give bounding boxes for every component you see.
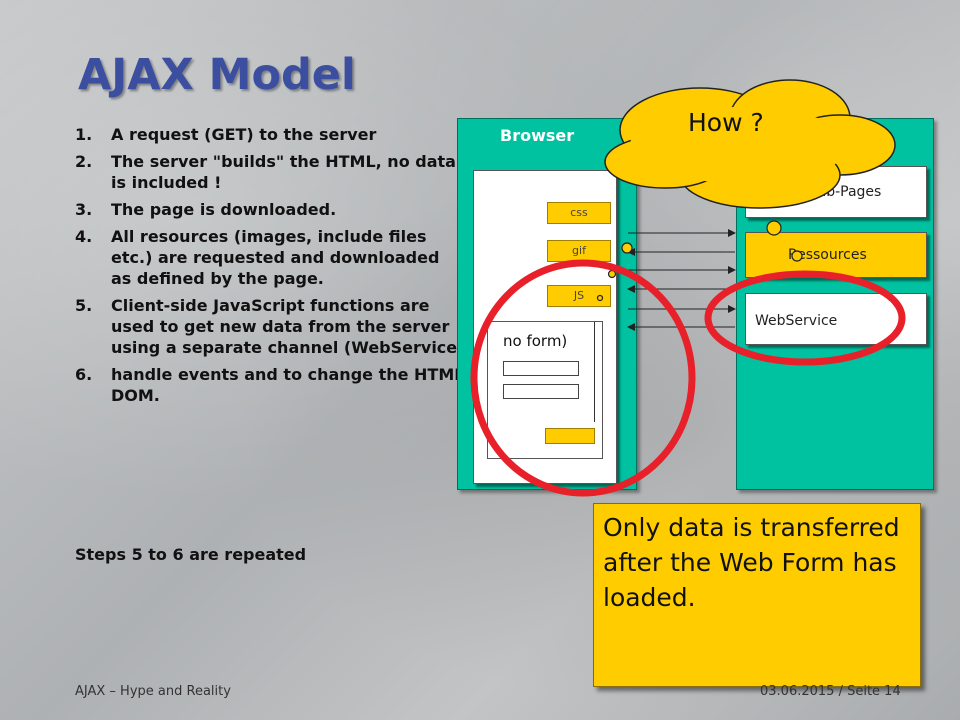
step-item: 5. Client-side JavaScript functions are u… xyxy=(75,295,465,358)
repeat-note: Steps 5 to 6 are repeated xyxy=(75,545,307,564)
step-item: 1. A request (GET) to the server xyxy=(75,124,465,145)
resource-gif-box: gif xyxy=(547,240,611,262)
step-text: All resources (images, include files etc… xyxy=(111,227,440,288)
resource-js-box: JS xyxy=(547,285,611,307)
step-item: 6. handle events and to change the HTML D… xyxy=(75,364,465,406)
how-cloud-fill xyxy=(630,107,850,183)
footer-title: AJAX – Hype and Reality xyxy=(75,684,231,699)
step-item: 2. The server "builds" the HTML, no data … xyxy=(75,151,465,193)
callout-box xyxy=(593,503,921,687)
server-webservice-label: WebService xyxy=(755,313,838,329)
arrows xyxy=(627,229,736,331)
step-number: 6. xyxy=(75,365,93,384)
server-resources-label: Ressources xyxy=(788,247,867,263)
resource-css-box: css xyxy=(547,202,611,224)
step-text: Client-side JavaScript functions are use… xyxy=(111,296,465,357)
step-item: 4. All resources (images, include files e… xyxy=(75,226,465,289)
step-number: 4. xyxy=(75,227,93,246)
red-highlight-circle-browser xyxy=(470,259,696,497)
footer-page-info: 03.06.2015 / Seite 14 xyxy=(760,684,901,699)
step-number: 3. xyxy=(75,200,93,219)
form-submit-button xyxy=(545,428,595,444)
cloud-text: How ? xyxy=(688,108,764,137)
step-text: The server "builds" the HTML, no data is… xyxy=(111,152,456,192)
step-text: A request (GET) to the server xyxy=(111,125,377,144)
callout-text: Only data is transferred after the Web F… xyxy=(603,513,900,612)
form-label: no form) xyxy=(503,332,568,350)
step-number: 2. xyxy=(75,152,93,171)
form-field xyxy=(503,361,579,376)
server-resources-box: Ressources xyxy=(745,232,927,278)
js-connector-line xyxy=(594,322,595,422)
slide-title: AJAX Model xyxy=(78,50,356,100)
browser-label: Browser xyxy=(500,126,575,145)
step-number: 1. xyxy=(75,125,93,144)
step-number: 5. xyxy=(75,296,93,315)
step-text: handle events and to change the HTML DOM… xyxy=(111,365,465,405)
red-highlight-circle-webservice xyxy=(704,270,906,366)
step-item: 3. The page is downloaded. xyxy=(75,199,465,220)
step-text: The page is downloaded. xyxy=(111,200,337,219)
steps-list: 1. A request (GET) to the server 2. The se… xyxy=(75,124,465,412)
form-field xyxy=(503,384,579,399)
